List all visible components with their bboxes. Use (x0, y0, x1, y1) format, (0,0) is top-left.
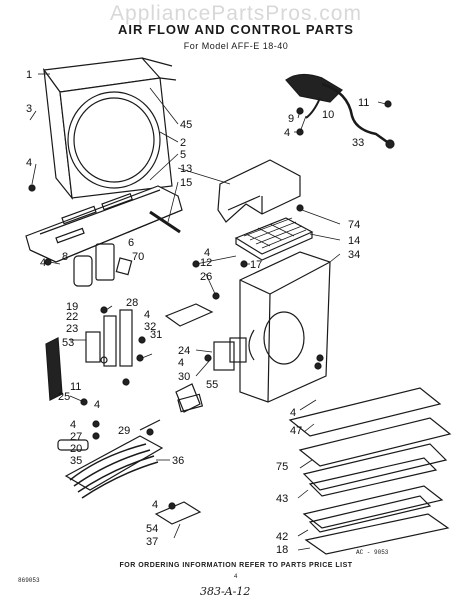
callout-55: 55 (206, 379, 218, 391)
control-panel (45, 309, 133, 401)
callout-6: 6 (128, 237, 134, 249)
callout-42: 42 (276, 531, 288, 543)
callout-3: 3 (26, 103, 32, 115)
callout-27: 27 (70, 431, 82, 443)
callout-28: 28 (126, 297, 138, 309)
page-number: 4 (234, 574, 238, 580)
callout-35: 35 (70, 455, 82, 467)
callout-13: 13 (180, 163, 192, 175)
callout-37: 37 (146, 536, 158, 548)
callout-labels: 1 3 4 45 2 5 13 15 9 10 4 11 33 74 14 34… (26, 69, 369, 556)
callout-4: 4 (40, 257, 46, 269)
filter-grid (234, 217, 314, 261)
callout-17: 17 (250, 259, 262, 271)
callout-31: 31 (150, 329, 162, 341)
cover-plate (154, 501, 202, 525)
callout-74: 74 (348, 219, 360, 231)
callout-23: 23 (66, 323, 78, 335)
callout-45: 45 (180, 119, 192, 131)
ordering-note: FOR ORDERING INFORMATION REFER TO PARTS … (119, 562, 353, 569)
callout-33: 33 (352, 137, 364, 149)
air-duct (217, 159, 301, 223)
blower-housing (239, 251, 331, 403)
callout-15: 15 (180, 177, 192, 189)
callout-75: 75 (276, 461, 288, 473)
callout-26: 26 (200, 271, 212, 283)
callout-70: 70 (132, 251, 144, 263)
callout-4: 4 (94, 399, 100, 411)
callout-4: 4 (144, 309, 150, 321)
callout-19: 19 (66, 301, 78, 313)
callout-30: 30 (178, 371, 190, 383)
callout-4: 4 (284, 127, 290, 139)
tray-stack (288, 387, 452, 555)
diagram-title: AIR FLOW AND CONTROL PARTS (118, 22, 354, 37)
callout-34: 34 (348, 249, 360, 261)
callout-47: 47 (290, 425, 302, 437)
callout-4: 4 (152, 499, 158, 511)
callout-11: 11 (358, 97, 369, 109)
callout-32: 32 (144, 321, 156, 333)
document-code: 869053 (18, 577, 40, 584)
rod (149, 210, 181, 234)
callout-53: 53 (62, 337, 74, 349)
callout-4: 4 (26, 157, 32, 169)
callout-1: 1 (26, 69, 32, 81)
callout-22: 22 (66, 311, 78, 323)
callout-29: 29 (118, 425, 130, 437)
callout-25: 25 (58, 391, 70, 403)
callout-18: 18 (276, 544, 288, 556)
wiring-harness (285, 73, 395, 149)
diagram-code: AC - 9053 (356, 549, 389, 556)
base-pan (25, 185, 183, 263)
cover (177, 393, 204, 413)
callout-9: 9 (288, 113, 294, 125)
model-subtitle: For Model AFF-E 18-40 (183, 41, 289, 51)
callout-12: 12 (200, 257, 212, 269)
callout-5: 5 (180, 149, 186, 161)
callout-8: 8 (62, 251, 68, 263)
callout-24: 24 (178, 345, 190, 357)
heater-element (57, 419, 164, 499)
leader-lines (29, 73, 387, 551)
callout-14: 14 (348, 235, 360, 247)
fasteners (28, 184, 324, 510)
callout-43: 43 (276, 493, 288, 505)
callout-54: 54 (146, 523, 158, 535)
thermostat-parts (73, 243, 133, 287)
callout-4: 4 (290, 407, 296, 419)
callout-11: 11 (70, 381, 81, 393)
callout-36: 36 (172, 455, 184, 467)
switch-box (175, 337, 247, 413)
callout-4: 4 (70, 419, 76, 431)
callout-4: 4 (204, 247, 210, 259)
callout-10: 10 (322, 109, 334, 121)
callout-4: 4 (178, 357, 184, 369)
callout-2: 2 (180, 137, 186, 149)
callout-20: 20 (70, 443, 82, 455)
handwritten-reference: 383-A-12 (200, 585, 251, 598)
front-panel (42, 57, 177, 200)
bracket (164, 303, 214, 327)
